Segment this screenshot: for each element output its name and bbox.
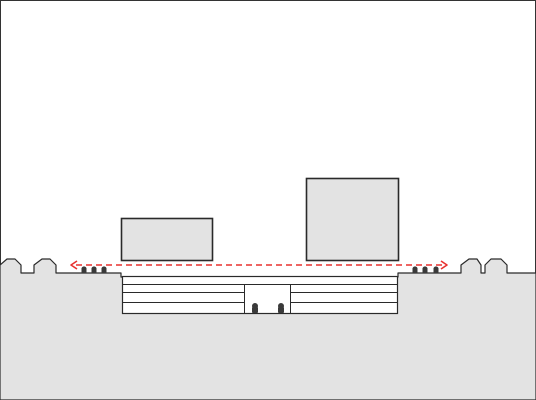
person-icon [101,266,107,273]
pedestrian-connection-arrow [70,260,448,270]
person-icon [252,303,258,313]
person-icon [422,266,428,273]
building-large [305,177,400,262]
person-icon [433,266,439,273]
underground-structure [121,275,399,315]
building-small [120,217,214,262]
people-group-right [412,266,439,273]
person-icon [81,266,87,273]
person-icon [91,266,97,273]
person-icon [412,266,418,273]
person-icon [278,303,284,313]
underground-box [121,275,399,315]
people-group-left [81,266,107,273]
